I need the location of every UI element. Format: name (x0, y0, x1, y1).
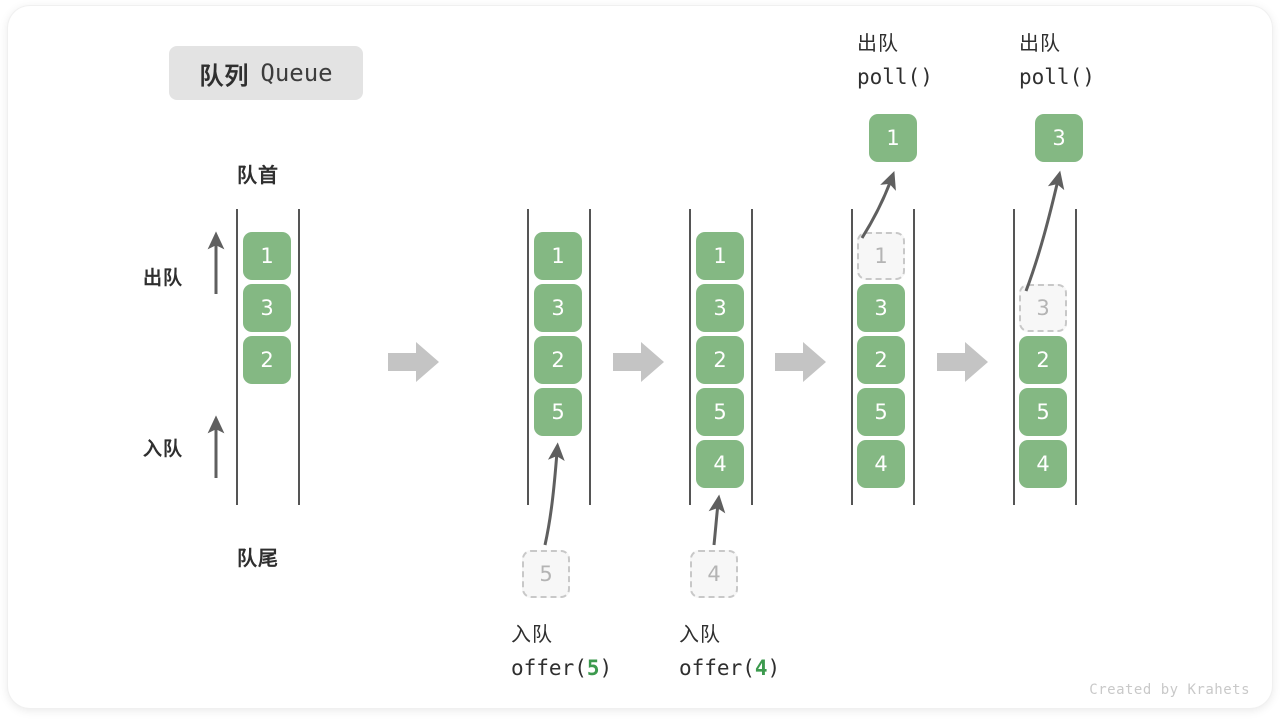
queue-item-new: 5 (534, 388, 582, 436)
caption-offer-5-code: offer(5) (511, 656, 613, 680)
queue-item: 1 (243, 232, 291, 280)
queue-item: 3 (857, 284, 905, 332)
queue-item: 2 (857, 336, 905, 384)
step-arrow-1 (388, 340, 440, 384)
offer-arg: 4 (754, 656, 768, 680)
queue-rail-left-4 (851, 209, 853, 505)
queue-tail-label: 队尾 (237, 548, 279, 570)
queue-rail-right-2 (589, 209, 591, 505)
caption-poll-3: 出队 poll() (1019, 27, 1095, 93)
queue-item: 1 (534, 232, 582, 280)
queue-rail-right-5 (1075, 209, 1077, 505)
queue-item-ghost: 3 (1019, 284, 1067, 332)
queue-item-ghost: 1 (857, 232, 905, 280)
offer-arg: 5 (586, 656, 600, 680)
caption-dequeue-cn: 出队 (1019, 33, 1061, 55)
queue-item: 2 (1019, 336, 1067, 384)
caption-enqueue-cn: 入队 (511, 624, 553, 646)
queue-item: 5 (1019, 388, 1067, 436)
queue-item: 5 (696, 388, 744, 436)
queue-rail-right-3 (751, 209, 753, 505)
caption-dequeue-cn: 出队 (857, 33, 899, 55)
step-arrow-2 (613, 340, 665, 384)
dequeue-side-label: 出队 (143, 268, 184, 289)
queue-rail-left-3 (689, 209, 691, 505)
popped-item: 1 (869, 114, 917, 162)
queue-rail-right-1 (298, 209, 300, 505)
queue-item: 4 (1019, 440, 1067, 488)
diagram-title-chip: 队列 Queue (169, 46, 363, 100)
caption-enqueue-cn: 入队 (679, 624, 721, 646)
enqueue-side-label: 入队 (143, 439, 184, 460)
caption-poll-code: poll() (857, 65, 933, 89)
caption-offer-5: 入队 offer(5) (511, 618, 612, 684)
title-chinese: 队列 (199, 62, 250, 90)
step-arrow-3 (775, 340, 827, 384)
queue-rail-right-4 (913, 209, 915, 505)
queue-item: 3 (243, 284, 291, 332)
credit-text: Created by Krahets (1089, 682, 1250, 698)
popped-item: 3 (1035, 114, 1083, 162)
title-english: Queue (260, 59, 333, 87)
caption-offer-4: 入队 offer(4) (679, 618, 780, 684)
queue-item: 4 (857, 440, 905, 488)
step-arrow-4 (937, 340, 989, 384)
queue-item: 2 (696, 336, 744, 384)
queue-head-label: 队首 (237, 165, 279, 187)
incoming-ghost-item: 4 (690, 550, 738, 598)
queue-item: 1 (696, 232, 744, 280)
queue-rail-left-2 (527, 209, 529, 505)
queue-item: 3 (696, 284, 744, 332)
caption-poll-code: poll() (1019, 65, 1095, 89)
queue-item: 5 (857, 388, 905, 436)
incoming-ghost-item: 5 (522, 550, 570, 598)
queue-item: 3 (534, 284, 582, 332)
caption-offer-4-code: offer(4) (679, 656, 781, 680)
queue-item: 2 (243, 336, 291, 384)
caption-poll-1: 出队 poll() (857, 27, 933, 93)
queue-rail-left-5 (1013, 209, 1015, 505)
queue-item-new: 4 (696, 440, 744, 488)
queue-item: 2 (534, 336, 582, 384)
queue-rail-left-1 (236, 209, 238, 505)
